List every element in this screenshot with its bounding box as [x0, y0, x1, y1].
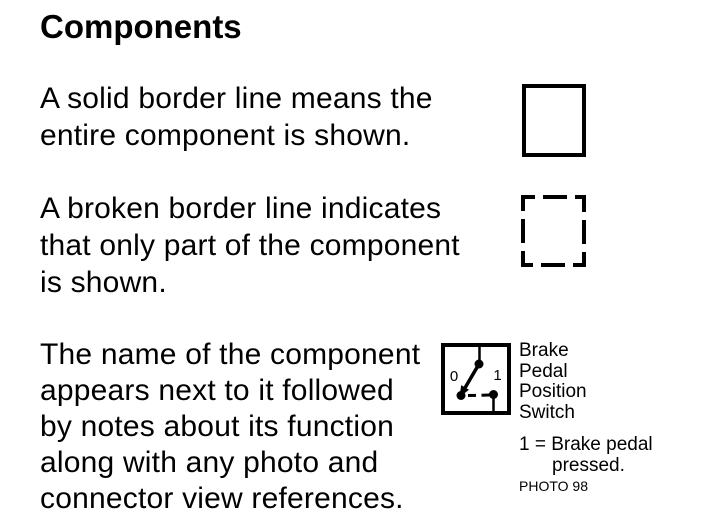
- note-line: 1 = Brake pedal: [519, 434, 653, 455]
- broken-border-paragraph: A broken border line indicates that only…: [40, 190, 460, 301]
- component-function-note: 1 = Brake pedal pressed.: [519, 434, 653, 476]
- component-naming-paragraph: The name of the component appears next t…: [40, 337, 420, 517]
- component-name-line: Position: [519, 381, 587, 402]
- component-name-line: Pedal: [519, 360, 568, 382]
- dashed-square-icon: [521, 195, 586, 267]
- component-name-line: Switch: [519, 401, 575, 423]
- example-component-label: Brake Pedal Position Switch 1 = Brake pe…: [519, 340, 653, 494]
- component-name-line: Brake: [519, 340, 569, 361]
- switch-diagram-icon: 0 1: [441, 343, 511, 415]
- text-line: entire component is shown.: [40, 119, 411, 152]
- text-line: The name of the component: [40, 338, 421, 371]
- photo-reference: PHOTO 98: [519, 478, 588, 494]
- page-title: Components: [40, 8, 242, 45]
- switch-position-1-label: 1: [493, 367, 501, 384]
- note-line: pressed.: [552, 455, 625, 476]
- solid-border-box-symbol: [522, 84, 586, 157]
- switch-position-0-label: 0: [450, 368, 458, 385]
- text-line: appears next to it followed: [40, 374, 394, 407]
- text-line: connector view references.: [40, 482, 404, 515]
- text-line: A broken border line indicates: [40, 192, 442, 225]
- broken-border-box-symbol: [521, 195, 586, 272]
- text-line: by notes about its function: [40, 410, 394, 443]
- text-line: along with any photo and: [40, 446, 379, 479]
- brake-pedal-switch-symbol: 0 1: [441, 343, 511, 420]
- solid-border-paragraph: A solid border line means the entire com…: [40, 80, 433, 154]
- text-line: that only part of the component: [40, 229, 460, 262]
- text-line: A solid border line means the: [40, 82, 433, 115]
- text-line: is shown.: [40, 266, 167, 299]
